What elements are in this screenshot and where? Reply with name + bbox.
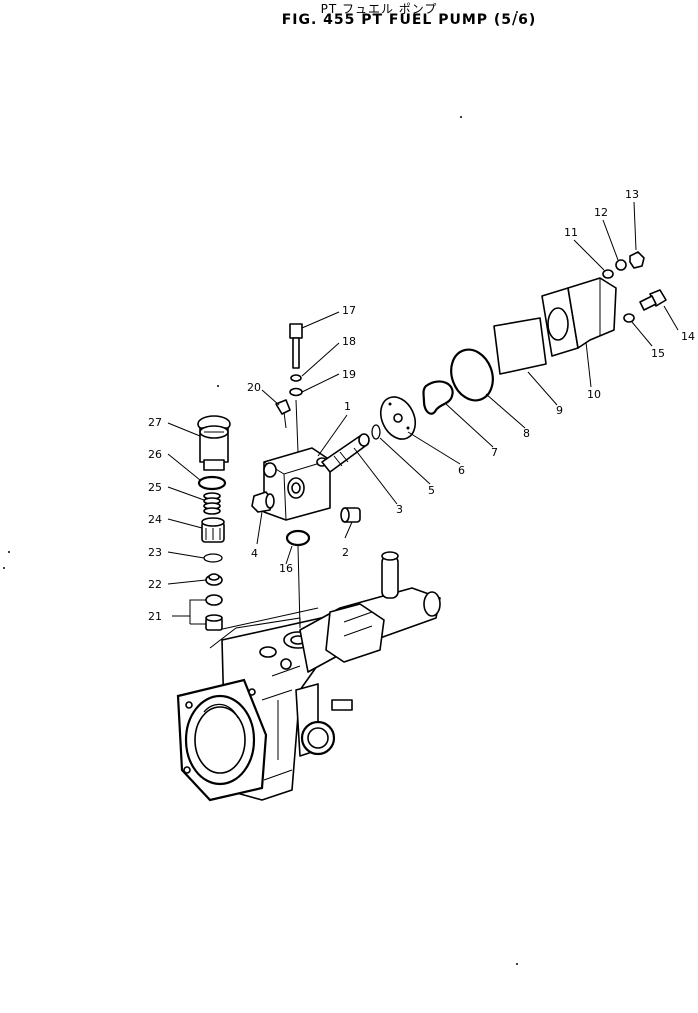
assembly-lines <box>209 399 301 649</box>
part-26-o-ring <box>197 475 227 491</box>
part-19-washer <box>289 387 303 397</box>
part-18-washer <box>290 374 302 382</box>
callout-4: 4 <box>251 547 258 560</box>
title-japanese: PT フュエル ポンプ <box>320 2 438 16</box>
part-9-gasket-plate <box>493 317 547 375</box>
part-7-gasket <box>422 380 454 415</box>
part-11-washer <box>602 269 614 279</box>
part-15-washer <box>623 313 635 323</box>
callout-21: 21 <box>148 610 162 623</box>
part-21-set <box>205 594 223 631</box>
callout-10: 10 <box>587 388 601 401</box>
callout-24: 24 <box>148 513 162 526</box>
part-5-snap-ring <box>371 424 381 440</box>
callout-3: 3 <box>396 503 403 516</box>
callout-14: 14 <box>681 330 695 343</box>
part-3-plunger <box>321 433 370 473</box>
part-22-ring <box>205 573 223 586</box>
callout-26: 26 <box>148 448 162 461</box>
figure-title: FIG. 455 PT FUEL PUMP (5/6) <box>281 12 537 28</box>
callout-labels: 1 2 3 4 5 6 7 8 9 10 11 12 13 14 15 16 1… <box>148 188 695 623</box>
callout-11: 11 <box>564 226 578 239</box>
part-2-plug <box>340 507 361 523</box>
callout-12: 12 <box>594 206 608 219</box>
part-8-o-ring <box>450 348 494 402</box>
part-1-valve-body <box>263 447 331 521</box>
part-23-o-ring <box>203 553 223 563</box>
part-4-plug <box>251 491 275 513</box>
callout-2: 2 <box>342 546 349 559</box>
part-10-housing <box>541 277 617 357</box>
callout-16: 16 <box>279 562 293 575</box>
callout-19: 19 <box>342 368 356 381</box>
callout-9: 9 <box>556 404 563 417</box>
callout-22: 22 <box>148 578 162 591</box>
part-17-bolt <box>289 323 303 369</box>
part-25-spring <box>203 492 221 515</box>
callout-5: 5 <box>428 484 435 497</box>
pump-housing <box>176 551 441 802</box>
part-12-washer <box>615 259 627 271</box>
callout-8: 8 <box>523 427 530 440</box>
part-20-screw <box>275 399 291 429</box>
scan-specks <box>3 11 518 965</box>
part-24-cup <box>201 517 225 543</box>
callout-20: 20 <box>247 381 261 394</box>
callout-18: 18 <box>342 335 356 348</box>
part-14-bolt <box>639 289 667 311</box>
callout-15: 15 <box>651 347 665 360</box>
part-13-nut <box>629 251 645 269</box>
callout-27: 27 <box>148 416 162 429</box>
leader-lines <box>167 201 679 625</box>
part-27-valve-cap <box>197 415 231 471</box>
part-6-disc <box>379 396 417 440</box>
callout-1: 1 <box>344 400 351 413</box>
callout-17: 17 <box>342 304 356 317</box>
callout-7: 7 <box>491 446 498 459</box>
part-16-o-ring <box>285 529 311 547</box>
callout-23: 23 <box>148 546 162 559</box>
callout-6: 6 <box>458 464 465 477</box>
callout-13: 13 <box>625 188 639 201</box>
callout-25: 25 <box>148 481 162 494</box>
